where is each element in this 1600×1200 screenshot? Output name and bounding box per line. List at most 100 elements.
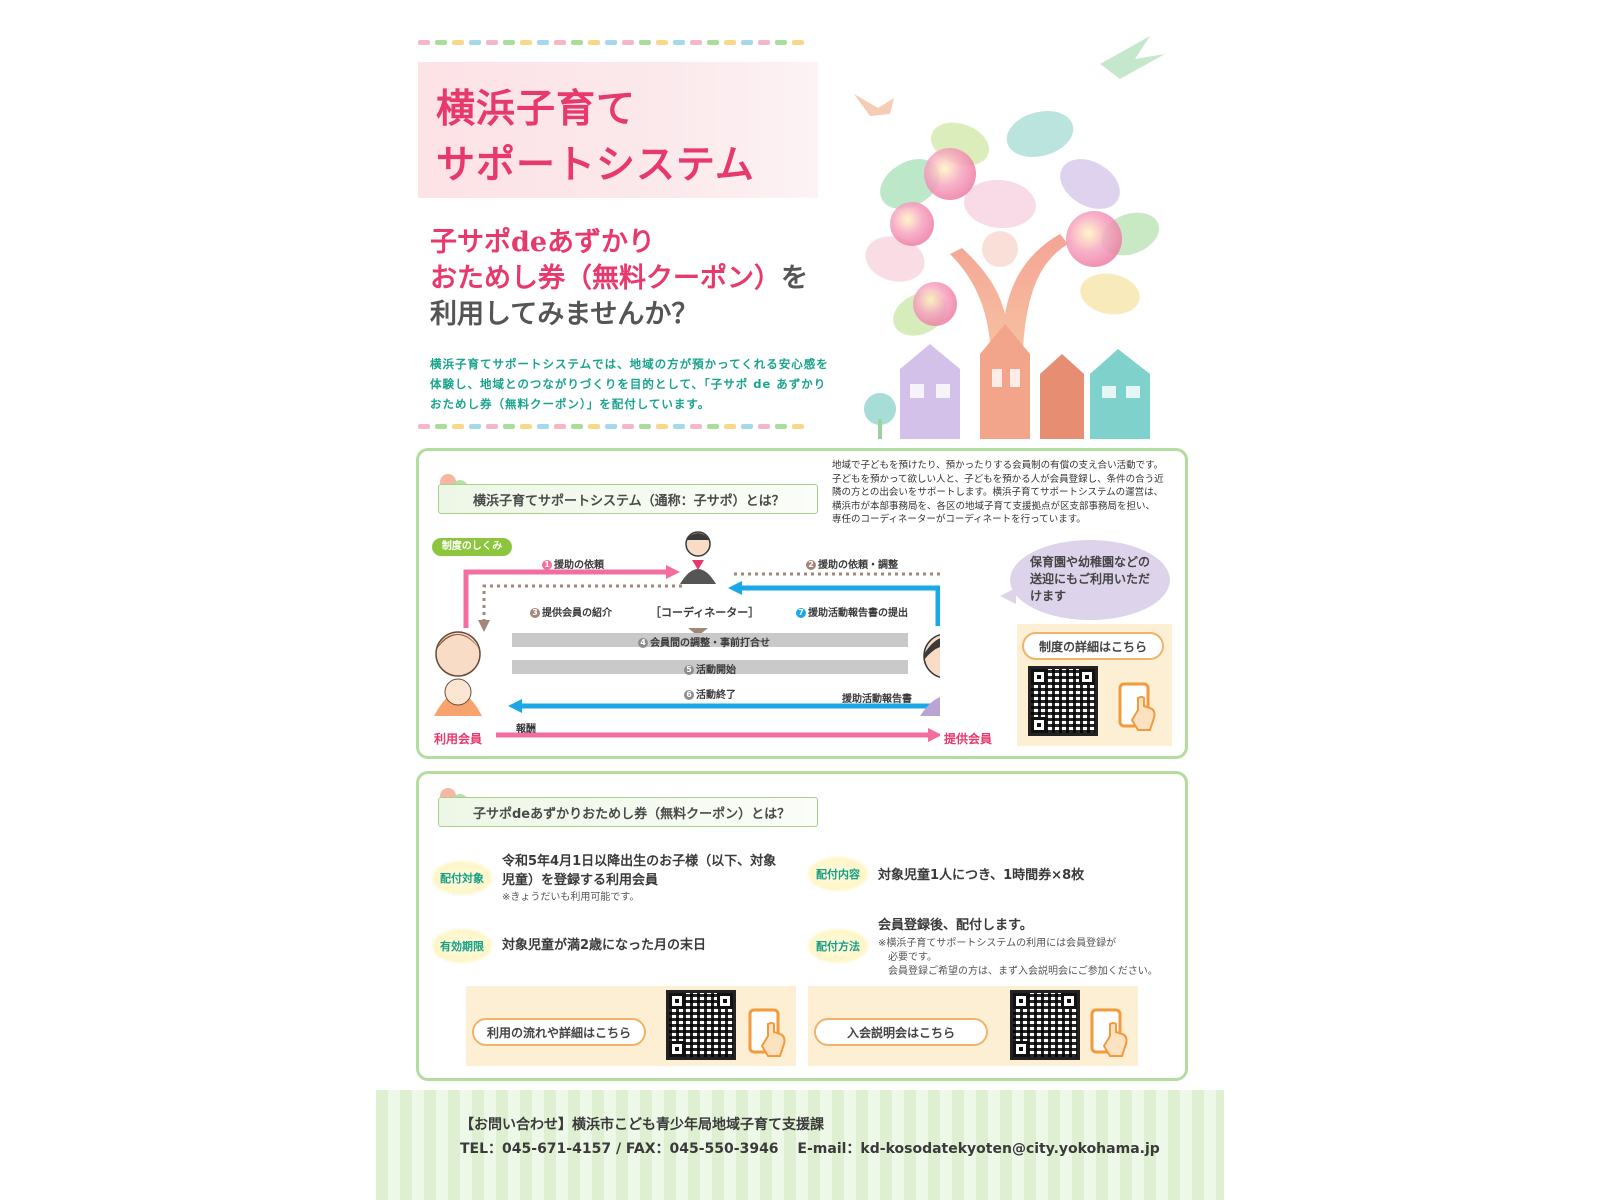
tag-text: 配付内容 [816,868,860,881]
contact-footer: 【お問い合わせ】横浜市こども青少年局地域子育て支援課 TEL：045-671-4… [376,1090,1224,1200]
flow-qr-code[interactable] [666,990,736,1060]
divider-dash [571,424,583,429]
subtitle-line-3: 利用してみませんか？ [430,292,698,331]
intro-line: 横浜子育てサポートシステムでは、地域の方が預かってくれる安心感を [430,357,829,371]
contact-heading: 【お問い合わせ】横浜市こども青少年局地域子育て支援課 [460,1117,824,1133]
divider-dash [503,40,515,45]
divider-dash [452,424,464,429]
description-line: 子どもを預かって欲しい人と、子どもを預かる人が会員登録し、条件の合う近 [832,473,1164,485]
divider-dash [469,424,481,429]
divider-dash [724,40,736,45]
mechanism-diagram [434,531,940,742]
tag-text: 配付方法 [816,940,860,953]
step-number: 6 [684,690,694,700]
user-member-label: 利用会員 [434,732,483,746]
coordinator-label: ［コーディネーター］ [650,606,760,619]
divider-dash [707,424,719,429]
tree-illustration [854,36,1165,439]
subtitle-line-2: おためし券（無料クーポン）を [430,256,808,295]
divider-dash [792,40,804,45]
speech-bubble-text: 保育園や幼稚園などの 送迎にもご利用いただ けます [1030,554,1150,605]
content-tag: 配付内容 [806,856,870,892]
section-heading-system: 横浜子育てサポートシステム（通称：子サポ）とは？ [438,484,818,514]
method-note-line: 必要です。 [878,952,937,963]
divider-dash [656,40,668,45]
method-text: 会員登録後、配付します。 [878,918,1033,933]
divider-dash [605,40,617,45]
details-button[interactable]: 制度の詳細はこちら [1022,632,1164,660]
seminar-button-label: 入会説明会はこちら [846,1025,955,1040]
validity-text: 対象児童が満2歳になった月の末日 [502,938,707,953]
divider-dash [690,40,702,45]
reward-label: 報酬 [516,724,536,735]
step-number: 5 [684,665,694,675]
method-note-line: ※横浜子育てサポートシステムの利用には会員登録が [878,938,1117,949]
divider-dash [741,40,753,45]
bubble-line: けます [1030,589,1067,603]
divider-dash [656,424,668,429]
contact-details: TEL：045-671-4157 / FAX：045-550-3946 E-ma… [460,1141,1160,1157]
seminar-button[interactable]: 入会説明会はこちら [814,1018,988,1046]
divider-dash [622,40,634,45]
divider-dash [418,40,430,45]
divider-dash [588,424,600,429]
divider-dash [486,40,498,45]
intro-line: おためし券（無料クーポン）」を配付しています。 [430,397,711,411]
top-divider [418,40,804,45]
intro-divider [418,424,804,429]
flow-button-label: 利用の流れや詳細はこちら [486,1025,631,1040]
system-description: 地域で子どもを預けたり、預かったりする会員制の有償の支え合い活動です。 子どもを… [832,459,1172,527]
mechanism-label-text: 制度のしくみ [441,541,503,552]
divider-dash [673,40,685,45]
divider-dash [775,40,787,45]
divider-dash [673,424,685,429]
divider-dash [741,424,753,429]
divider-dash [639,424,651,429]
description-line: 横浜市が本部事務局を、各区の地域子育て支援拠点が区支部事務局を担い、 [832,500,1156,512]
provider-member-label: 提供会員 [944,732,993,746]
target-line: 令和5年4月1日以降出生のお子様（以下、対象 [502,854,777,869]
target-text: 令和5年4月1日以降出生のお子様（以下、対象 児童）を登録する利用会員 [502,852,802,890]
bubble-line: 保育園や幼稚園などの [1030,555,1151,569]
step-text: 活動終了 [696,690,736,701]
target-line: 児童）を登録する利用会員 [502,873,659,888]
step-number: 4 [638,638,648,648]
flow-details-button[interactable]: 利用の流れや詳細はこちら [472,1018,646,1046]
divider-dash [537,40,549,45]
subtitle-text: を [781,263,808,294]
step-text: 提供会員の紹介 [542,608,612,619]
report-label: 援助活動報告書 [842,694,912,705]
subtitle-text: おためし券（無料クーポン） [430,263,781,294]
step-number: 3 [530,608,540,618]
divider-dash [724,424,736,429]
divider-dash [435,424,447,429]
tag-text: 有効期限 [440,940,484,953]
divider-dash [452,40,464,45]
divider-dash [792,424,804,429]
divider-dash [418,424,430,429]
speech-bubble-tail [1000,588,1016,604]
step-text: 活動開始 [696,665,736,676]
tablet-touch-icon [1090,1008,1128,1057]
divider-dash [588,40,600,45]
divider-dash [605,424,617,429]
details-qr-code[interactable] [1028,666,1098,736]
method-notes: ※横浜子育てサポートシステムの利用には会員登録が 必要です。 会員登録ご希望の方… [878,937,1158,979]
target-note: ※きょうだいも利用可能です。 [502,892,640,903]
seminar-qr-code[interactable] [1010,990,1080,1060]
intro-line: 体験し、地域とのつながりづくりを目的として、「子サポ de あずかり [430,377,827,391]
title-line-2: サポートシステム [436,142,755,188]
mechanism-label: 制度のしくみ [432,538,512,556]
divider-dash [707,40,719,45]
validity-tag: 有効期限 [430,928,494,964]
tablet-touch-icon [748,1008,786,1057]
divider-dash [775,424,787,429]
divider-dash [486,424,498,429]
step-4-bar [512,633,908,647]
divider-dash [520,424,532,429]
step-number: 2 [806,560,816,570]
